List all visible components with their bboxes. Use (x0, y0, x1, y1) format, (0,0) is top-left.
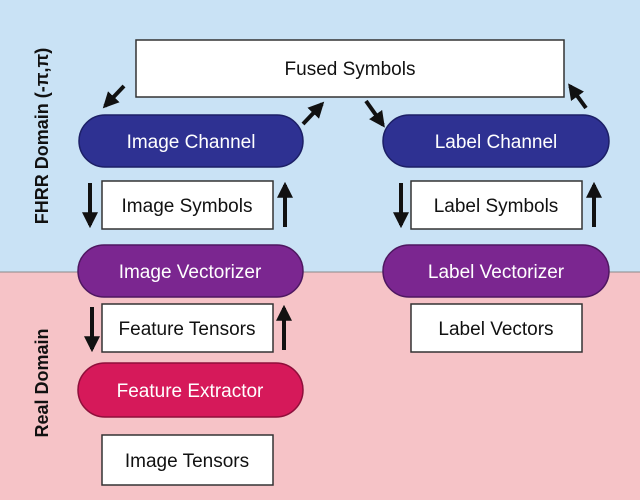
image-symbols-label: Image Symbols (122, 196, 253, 217)
label-symbols-box (410, 180, 583, 230)
label-channel-node (382, 114, 610, 168)
arrow-label-channel-to-fused (568, 83, 588, 110)
label-vectors-label: Label Vectors (438, 319, 553, 340)
flow-arrows (82, 83, 602, 353)
image-vectorizer-label: Image Vectorizer (119, 262, 262, 283)
label-vectors-box (410, 303, 583, 353)
label-vectorizer-node (382, 244, 610, 298)
label-symbols-label: Label Symbols (434, 196, 559, 217)
arrow-fused-to-label-channel (364, 99, 385, 128)
arrow-image-channel-to-fused (301, 101, 325, 126)
image-channel-label: Image Channel (127, 132, 256, 153)
image-vectorizer-node (77, 244, 304, 298)
fhrr-domain-label: FHRR Domain (-π,π) (32, 48, 52, 225)
fused-symbols-box (135, 39, 565, 98)
feature-tensors-box (101, 303, 274, 353)
image-tensors-label: Image Tensors (125, 451, 249, 472)
arrow-fused-to-image-channel (102, 84, 126, 109)
label-channel-label: Label Channel (435, 132, 558, 153)
fused-symbols-label: Fused Symbols (285, 59, 416, 80)
image-tensors-box (101, 434, 274, 486)
feature-tensors-label: Feature Tensors (119, 319, 256, 340)
feature-extractor-node (77, 362, 304, 418)
label-vectorizer-label: Label Vectorizer (428, 262, 565, 283)
feature-extractor-label: Feature Extractor (117, 381, 264, 402)
image-channel-node (78, 114, 304, 168)
image-symbols-box (101, 180, 274, 230)
real-domain-label: Real Domain (32, 328, 52, 437)
